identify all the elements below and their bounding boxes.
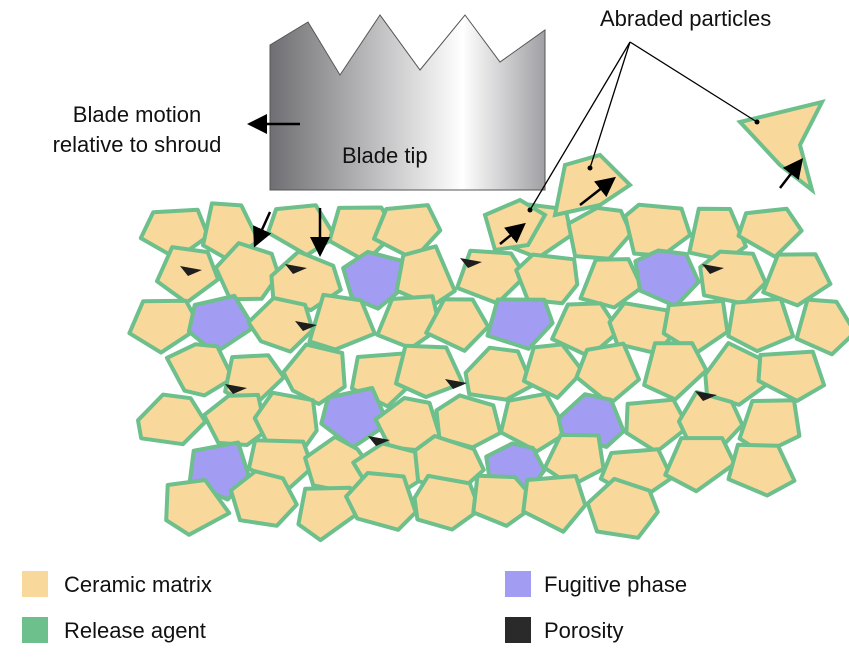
fugitive-swatch [505,571,531,597]
ceramic-grain [726,296,796,354]
pore [460,258,482,268]
ceramic-grain [202,392,269,447]
ceramic-grain [463,345,535,402]
blade-motion-label-line2: relative to shroud [52,132,222,157]
ceramic-grain [228,469,299,528]
ceramic-grain [585,476,660,540]
contact-arrow [253,211,272,248]
legend-porosity: Porosity [544,618,624,643]
blade-motion-label: Blade motion [72,102,202,127]
ceramic-grain [281,342,347,406]
ceramic-grain [498,391,570,454]
ceramic-grain [521,342,585,400]
ceramic-grain [566,205,634,261]
release-swatch [22,617,48,643]
ceramic-grain [623,202,693,258]
ejection-arrow [579,176,616,206]
leader-dot [527,207,533,213]
pore [225,384,247,394]
ceramic-swatch [22,571,48,597]
abraded-particles-label: Abraded particles [600,6,772,31]
legend-ceramic: Ceramic matrix [64,572,212,597]
pore [368,436,390,446]
leader-dot [587,165,593,171]
ceramic-grain [663,436,737,494]
pore [445,379,467,389]
abraded-particle [552,152,634,218]
ceramic-grain [736,206,804,259]
ceramic-grain [127,298,203,355]
ceramic-grain [394,343,465,399]
fugitive-grain [319,386,391,450]
pore [702,264,724,274]
pore [285,264,307,274]
fugitive-grain [186,293,256,355]
ceramic-grain [136,392,208,447]
ceramic-grain [726,442,797,498]
ceramic-grain [266,203,338,258]
ejection-arrow [499,222,526,245]
ceramic-grain [471,473,540,528]
legend-fugitive: Fugitive phase [544,572,688,597]
ceramic-grain [455,248,528,306]
ceramic-grain [521,474,588,534]
ceramic-grain [246,296,315,354]
leader-dot [754,119,760,125]
pore [295,321,317,331]
leader-lines [529,41,758,211]
leader-line [529,41,631,211]
leader-line [629,41,758,123]
ceramic-grain [307,292,377,352]
ejection-arrow [779,158,804,189]
ceramic-grain [514,252,580,306]
ceramic-grain [794,297,849,357]
blade-tip-label: Blade tip [342,143,428,168]
ceramic-grain [412,473,482,532]
microstructure [127,201,849,543]
ceramic-grain [164,342,235,398]
ceramic-grain [578,257,644,310]
ceramic-grain [642,341,709,402]
ceramic-grain [344,471,418,532]
fugitive-grain [485,297,555,351]
ceramic-grain [164,478,232,537]
ceramic-grain [574,341,641,407]
ceramic-grain [424,297,491,353]
ceramic-grain [698,249,768,306]
pore [695,391,717,401]
porosity-group [180,258,724,446]
fugitive-grain [633,248,701,309]
legend-release: Release agent [64,618,206,643]
blade-tip-shape [269,14,546,191]
abraded-particle [736,99,826,196]
ceramic-grain [756,349,827,403]
ceramic-grain [213,241,281,302]
leader-line [589,41,631,169]
ceramic-grain [624,397,691,454]
porosity-swatch [505,617,531,643]
ceramic-grain [761,252,833,308]
pore [180,266,202,276]
ceramic-grain [661,298,730,356]
